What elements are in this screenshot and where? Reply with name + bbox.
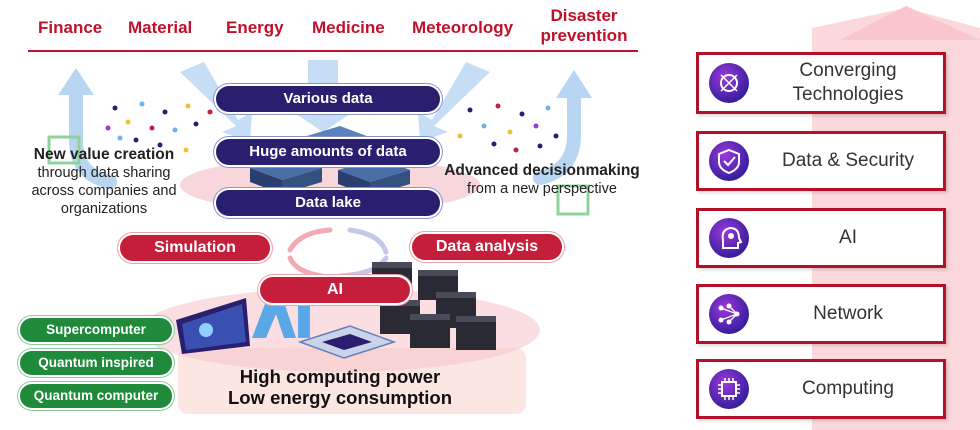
advanced-decisionmaking-note: Advanced decisionmaking from a new persp… — [424, 161, 660, 198]
new-value-creation-title: New value creation — [33, 146, 175, 163]
quantum-computer-pill: Quantum computer — [18, 382, 174, 410]
computing-power-line1: High computing power — [239, 366, 441, 387]
data-dots — [105, 101, 559, 153]
ai-head-icon — [709, 218, 749, 258]
tech-card-computing: Computing — [696, 359, 946, 419]
computing-power-line2: Low energy consumption — [227, 387, 453, 408]
header-rule — [28, 50, 638, 52]
industry-meteorology: Meteorology — [412, 18, 514, 37]
right-up-arrow — [533, 89, 581, 185]
ai-screen — [176, 298, 250, 354]
tech-card-network: Network — [696, 284, 946, 344]
right-down-arrow — [418, 62, 490, 142]
network-icon — [709, 294, 749, 334]
tech-label-network: Network — [813, 303, 883, 324]
data-analysis-pill: Data analysis — [412, 234, 562, 260]
advanced-decisionmaking-title: Advanced decisionmaking — [444, 162, 640, 179]
ai-letters — [252, 296, 310, 338]
new-value-creation-line1: through data sharing — [37, 165, 171, 181]
computing-power-text: High computing power Low energy consumpt… — [190, 366, 490, 408]
left-up-arrow — [69, 85, 117, 189]
tech-label-security: Data & Security — [782, 150, 914, 171]
simulation-pill: Simulation — [120, 235, 270, 261]
huge-data-pill: Huge amounts of data — [216, 139, 440, 165]
tech-card-ai: AI — [696, 208, 946, 268]
chip-graphic — [297, 325, 397, 359]
chip-icon — [709, 369, 749, 409]
tech-label-converging-line1: Converging — [799, 60, 897, 81]
industry-finance: Finance — [38, 18, 103, 37]
advanced-decisionmaking-line1: from a new perspective — [467, 181, 617, 197]
tech-label-computing: Computing — [802, 378, 894, 399]
right-up-arrowhead — [556, 70, 592, 98]
converging-icon — [709, 63, 749, 103]
industry-material: Material — [128, 18, 193, 37]
industry-energy: Energy — [226, 18, 284, 37]
security-icon — [709, 141, 749, 181]
data-lake-pill: Data lake — [216, 190, 440, 216]
tech-card-converging: Converging Technologies — [696, 52, 946, 114]
tech-label-ai: AI — [839, 227, 857, 248]
tech-label-converging: Converging Technologies — [759, 59, 937, 107]
new-value-creation-line3: organizations — [60, 201, 148, 217]
industry-disaster-prevention: Disaster prevention — [540, 6, 628, 45]
various-data-pill: Various data — [216, 86, 440, 112]
highlight-square-right — [556, 184, 590, 216]
industry-medicine: Medicine — [312, 18, 385, 37]
tech-label-converging-line2: Technologies — [792, 84, 904, 105]
rack-servers — [372, 262, 496, 350]
highlight-square-left — [47, 135, 81, 165]
ai-pill: AI — [260, 277, 410, 303]
cycle-arrows — [287, 227, 389, 279]
tech-card-security: Data & Security — [696, 131, 946, 191]
new-value-creation-line2: across companies and — [31, 183, 177, 199]
quantum-inspired-pill: Quantum inspired — [18, 349, 174, 377]
supercomputer-pill: Supercomputer — [18, 316, 174, 344]
left-up-arrowhead — [58, 68, 94, 95]
new-value-creation-note: New value creation through data sharing … — [4, 145, 204, 218]
